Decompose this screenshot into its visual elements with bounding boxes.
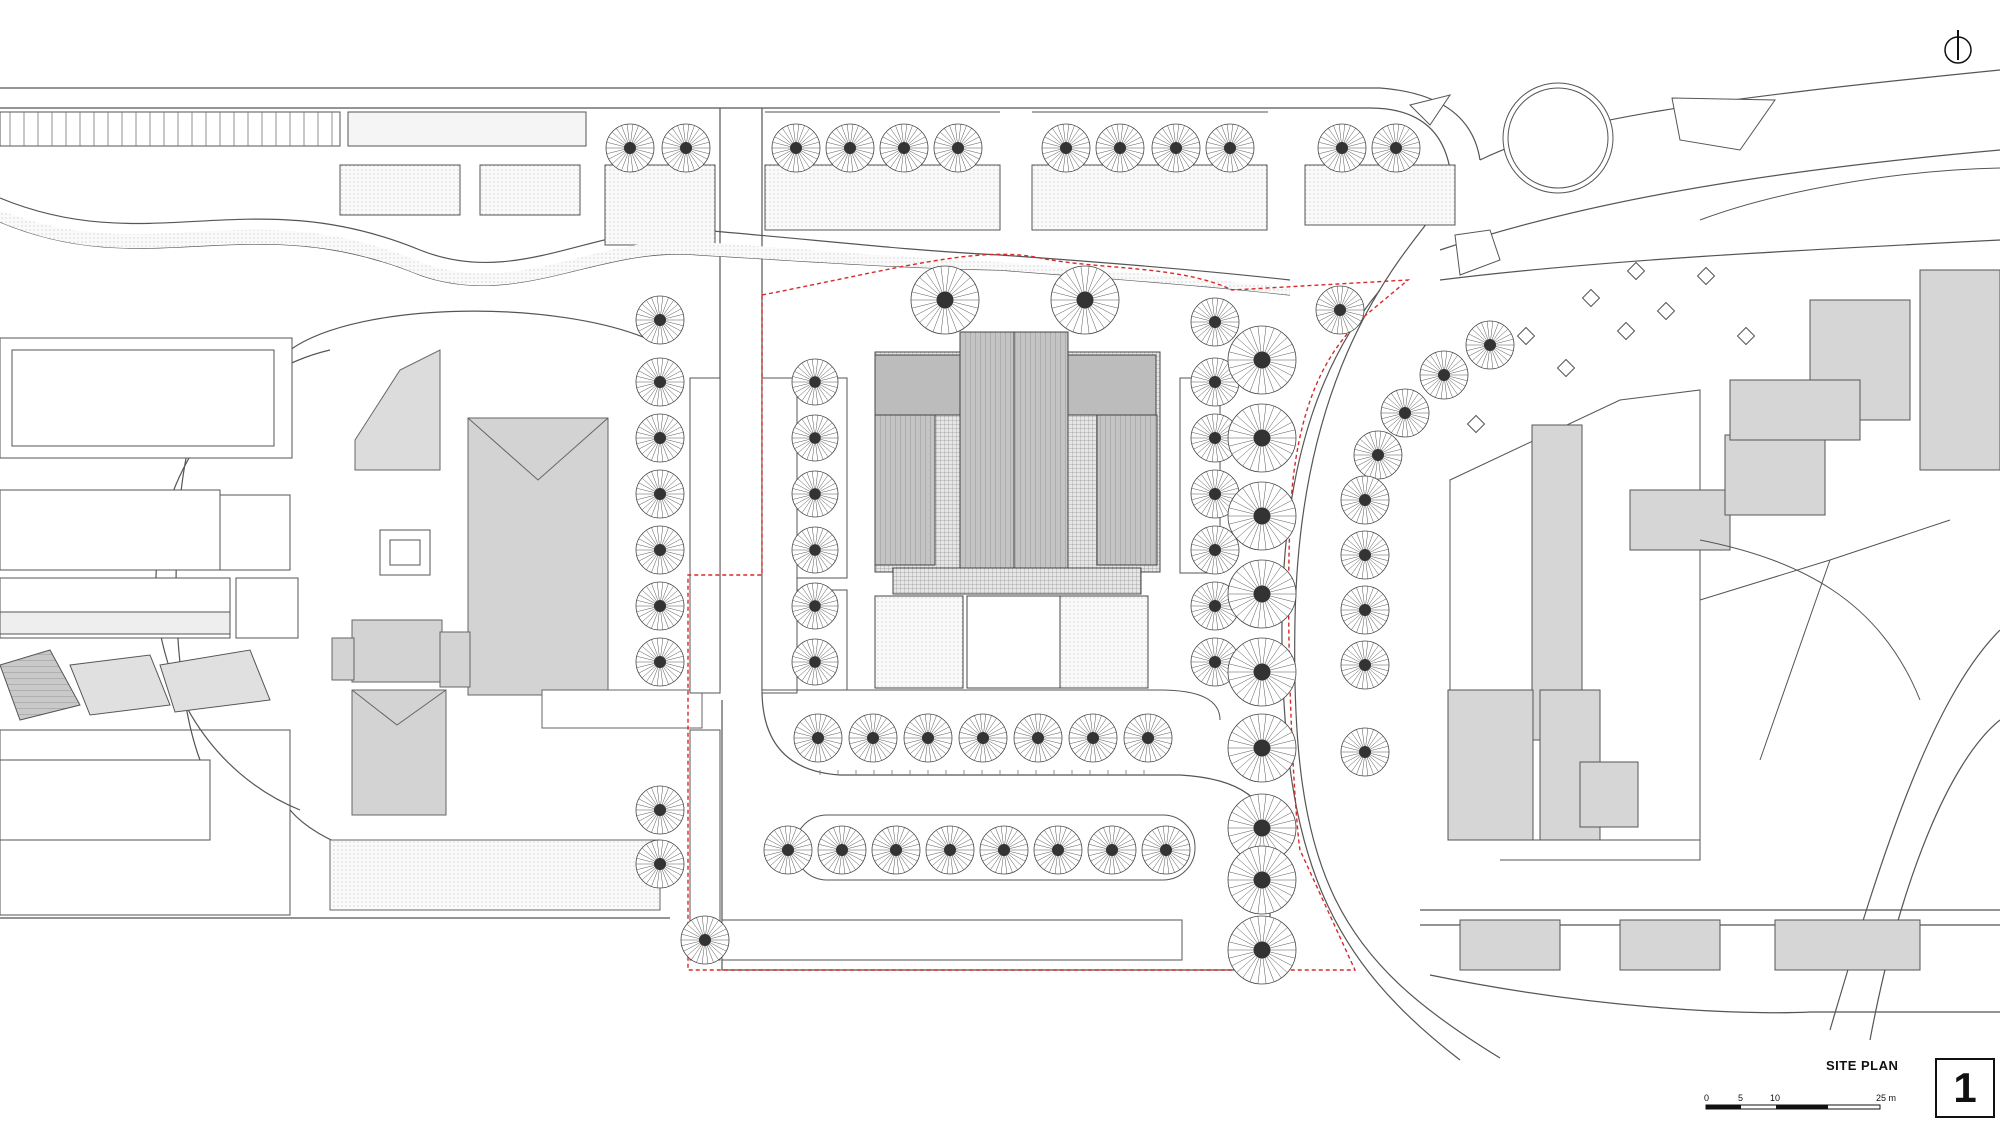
tree-icon <box>1033 825 1083 875</box>
tree-icon <box>1190 357 1240 407</box>
sheet-number: 1 <box>1935 1058 1995 1118</box>
lamp-icon <box>1556 358 1576 378</box>
tree-icon <box>1227 713 1297 783</box>
tree-icon <box>1190 297 1240 347</box>
tree-icon <box>1013 713 1063 763</box>
tree-icon <box>958 713 1008 763</box>
tree-icon <box>825 123 875 173</box>
tree-icon <box>1050 265 1120 335</box>
tree-icon <box>871 825 921 875</box>
tree-icon <box>635 839 685 889</box>
tree-icon <box>1205 123 1255 173</box>
tree-icon <box>1317 123 1367 173</box>
top-parking <box>0 111 1456 246</box>
tree-icon <box>1340 727 1390 777</box>
tree-icon <box>903 713 953 763</box>
scale-tick-25: 25 m <box>1876 1093 1896 1103</box>
tree-icon <box>661 123 711 173</box>
tree-icon <box>763 825 813 875</box>
tree-icon <box>1227 793 1297 863</box>
lamp-icon <box>1616 321 1636 341</box>
tree-icon <box>1465 320 1515 370</box>
tree-icon <box>1190 525 1240 575</box>
tree-icon <box>771 123 821 173</box>
tree-icon <box>635 357 685 407</box>
tree-icon <box>791 358 839 406</box>
tree-icon <box>791 638 839 686</box>
landscape-strip <box>0 210 1290 295</box>
tree-icon <box>635 413 685 463</box>
tree-icon <box>635 581 685 631</box>
lamp-icon <box>1736 326 1756 346</box>
tree-icon <box>1227 403 1297 473</box>
tree-icon <box>817 825 867 875</box>
trees <box>605 123 1515 985</box>
plan-title: SITE PLAN <box>1826 1058 1899 1073</box>
lamp-icon <box>1466 414 1486 434</box>
tree-icon <box>1340 530 1390 580</box>
tree-icon <box>1227 559 1297 629</box>
tree-icon <box>791 582 839 630</box>
scale-tick-0: 0 <box>1704 1093 1709 1103</box>
tree-icon <box>1041 123 1091 173</box>
tree-icon <box>910 265 980 335</box>
scale-tick-10: 10 <box>1770 1093 1780 1103</box>
tree-icon <box>979 825 1029 875</box>
tree-icon <box>879 123 929 173</box>
tree-icon <box>1190 581 1240 631</box>
tree-icon <box>635 637 685 687</box>
tree-icon <box>791 470 839 518</box>
tree-icon <box>635 785 685 835</box>
tree-icon <box>680 915 730 965</box>
lamp-icon <box>1626 261 1646 281</box>
tree-icon <box>1380 388 1430 438</box>
lamp-icon <box>1656 301 1676 321</box>
scale-bar: 0 5 10 25 m <box>1704 1093 1896 1110</box>
tree-icon <box>1227 637 1297 707</box>
tree-icon <box>1371 123 1421 173</box>
tree-icon <box>1315 285 1365 335</box>
tree-icon <box>635 469 685 519</box>
tree-icon <box>933 123 983 173</box>
left-buildings <box>0 337 431 916</box>
main-building <box>874 331 1161 689</box>
tree-icon <box>1353 430 1403 480</box>
tree-icon <box>848 713 898 763</box>
tree-icon <box>1340 475 1390 525</box>
tree-icon <box>1227 325 1297 395</box>
tree-icon <box>1068 713 1118 763</box>
tree-icon <box>791 414 839 462</box>
community-building <box>329 349 703 911</box>
tree-icon <box>791 526 839 574</box>
tree-icon <box>1141 825 1191 875</box>
tree-icon <box>635 525 685 575</box>
tree-icon <box>1190 413 1240 463</box>
tree-icon <box>1095 123 1145 173</box>
tree-icon <box>1190 637 1240 687</box>
tree-icon <box>1087 825 1137 875</box>
lamp-icon <box>1696 266 1716 286</box>
lamp-icon <box>1581 288 1601 308</box>
scale-tick-5: 5 <box>1738 1093 1743 1103</box>
north-arrow-icon <box>1944 30 1972 64</box>
lamp-icon <box>1516 326 1536 346</box>
tree-icon <box>1190 469 1240 519</box>
tree-icon <box>635 295 685 345</box>
tree-icon <box>925 825 975 875</box>
tree-icon <box>793 713 843 763</box>
tree-icon <box>1227 845 1297 915</box>
tree-icon <box>1227 915 1297 985</box>
tree-icon <box>1123 713 1173 763</box>
tree-icon <box>605 123 655 173</box>
tree-icon <box>1151 123 1201 173</box>
street-lamps <box>1466 261 1756 434</box>
tree-icon <box>1227 481 1297 551</box>
tree-icon <box>1419 350 1469 400</box>
tree-icon <box>1340 640 1390 690</box>
town-blocks <box>1409 82 2000 971</box>
tree-icon <box>1340 585 1390 635</box>
